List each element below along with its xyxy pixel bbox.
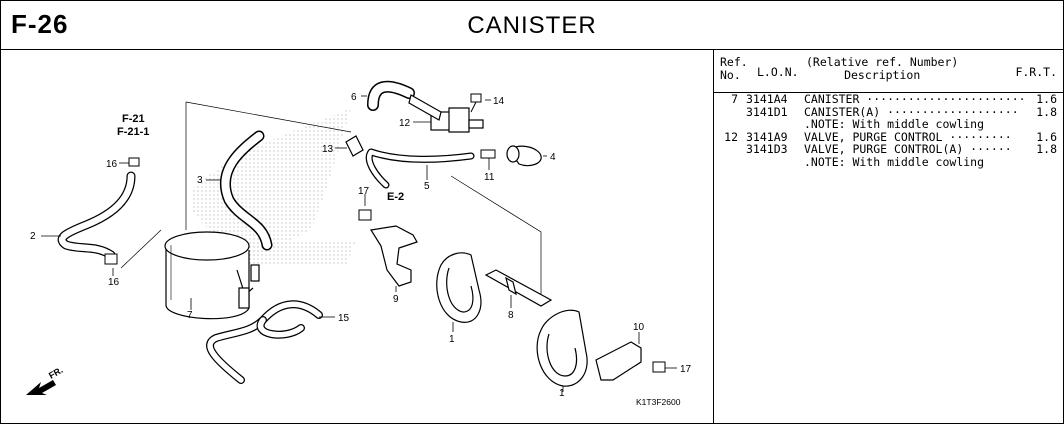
table-row[interactable]: 7 3141A4 CANISTER ······················… [714,93,1063,106]
note: .NOTE: With middle cowling [804,154,985,169]
front-arrow-icon [26,380,56,395]
cap-part-4 [506,145,542,167]
frt-value: 1.8 [1036,142,1057,156]
callout-7: 7 [187,310,193,321]
diagram-image-code: K1T3F2600 [636,397,681,407]
lon-code: 3141D3 [746,142,788,156]
frt-value: 1.8 [1036,104,1057,119]
tube-part-15 [206,300,323,384]
callout-17: 17 [358,186,370,197]
callout-16: 16 [106,159,118,170]
lon-code: 3141A4 [746,92,788,106]
col-header-description: (Relative ref. Number) Description [806,55,959,82]
page-header: F-26 CANISTER [1,1,1063,50]
description: CANISTER(A) ··················· [804,104,1019,119]
description: VALVE, PURGE CONTROL(A) ······ [804,142,1012,156]
callout-16: 16 [108,277,120,288]
guide-lines [120,101,542,300]
col-header-frt: F.R.T. [1015,65,1057,79]
description: VALVE, PURGE CONTROL ········· [804,129,1012,144]
frt-value: 1.6 [1036,92,1057,106]
callout-13: 13 [322,144,334,155]
band-part-1-upper [436,252,482,323]
bolt-part-17-right [652,361,666,373]
parts-list-panel: Ref. No. L.O.N. (Relative ref. Number) D… [714,50,1063,423]
strip-part-8 [484,269,553,307]
col-header-lon: L.O.N. [757,65,799,79]
exploded-diagram: F-21 F-21-1 E-2 FR. 16 2 3 7 16 6 12 14 … [1,50,714,423]
col-header-ref: Ref. No. [720,55,748,82]
ref-no: 7 [731,92,738,106]
frt-value: 1.6 [1036,129,1057,144]
ref-label-f21[interactable]: F-21 [122,113,145,125]
table-row[interactable]: .NOTE: With middle cowling [714,118,1063,131]
canister-part-7 [164,231,260,320]
front-label: FR. [47,365,65,381]
hose-part-5 [365,148,475,189]
parts-table: 7 3141A4 CANISTER ······················… [714,93,1063,168]
table-row[interactable]: 3141D1 CANISTER(A) ··················· 1… [714,104,1063,119]
table-row[interactable]: 12 3141A9 VALVE, PURGE CONTROL ·········… [714,129,1063,144]
callout-3: 3 [197,175,203,186]
header-divider [714,92,1063,93]
description: CANISTER ······················· [804,92,1026,106]
section-code: F-26 [11,9,69,39]
band-part-1-lower [536,309,588,387]
purge-valve-part-12 [408,94,484,133]
ref-label-f21-1[interactable]: F-21-1 [117,126,149,138]
ref-no: 12 [724,129,738,144]
clip-part-13 [345,135,364,157]
bracket-part-9 [370,225,418,287]
callout-1: 1 [449,334,455,345]
lon-code: 3141D1 [746,104,788,119]
hose-part-6 [367,80,415,111]
lon-code: 3141A9 [746,129,788,144]
callout-11: 11 [484,172,495,183]
hose-part-2 [57,171,136,260]
callout-17: 17 [680,364,692,375]
callout-5: 5 [424,181,430,192]
clip-16-parts [104,157,140,265]
callout-6: 6 [351,92,357,103]
callout-8: 8 [508,310,514,321]
note: .NOTE: With middle cowling [804,117,985,131]
callout-10: 10 [633,322,645,333]
callout-15: 15 [338,313,350,324]
leader-lines [41,95,677,392]
hose-part-3 [219,130,273,251]
callout-9: 9 [393,294,399,305]
table-row[interactable]: 3141D3 VALVE, PURGE CONTROL(A) ······ 1.… [714,143,1063,156]
callout-1: 1 [559,388,565,399]
callout-2: 2 [30,231,36,242]
page-title: CANISTER [467,12,597,39]
ref-label-e2[interactable]: E-2 [387,191,404,203]
callout-4: 4 [550,152,556,163]
bolt-part-14 [470,93,482,113]
bolt-part-17-left [358,209,372,221]
fitting-part-11 [480,149,496,159]
table-row[interactable]: .NOTE: With middle cowling [714,154,1063,169]
diagram-canvas: F-21 F-21-1 E-2 FR. 16 2 3 7 16 6 12 14 … [26,80,692,407]
callout-12: 12 [399,118,411,129]
callout-14: 14 [493,96,505,107]
stay-part-10 [595,341,642,381]
